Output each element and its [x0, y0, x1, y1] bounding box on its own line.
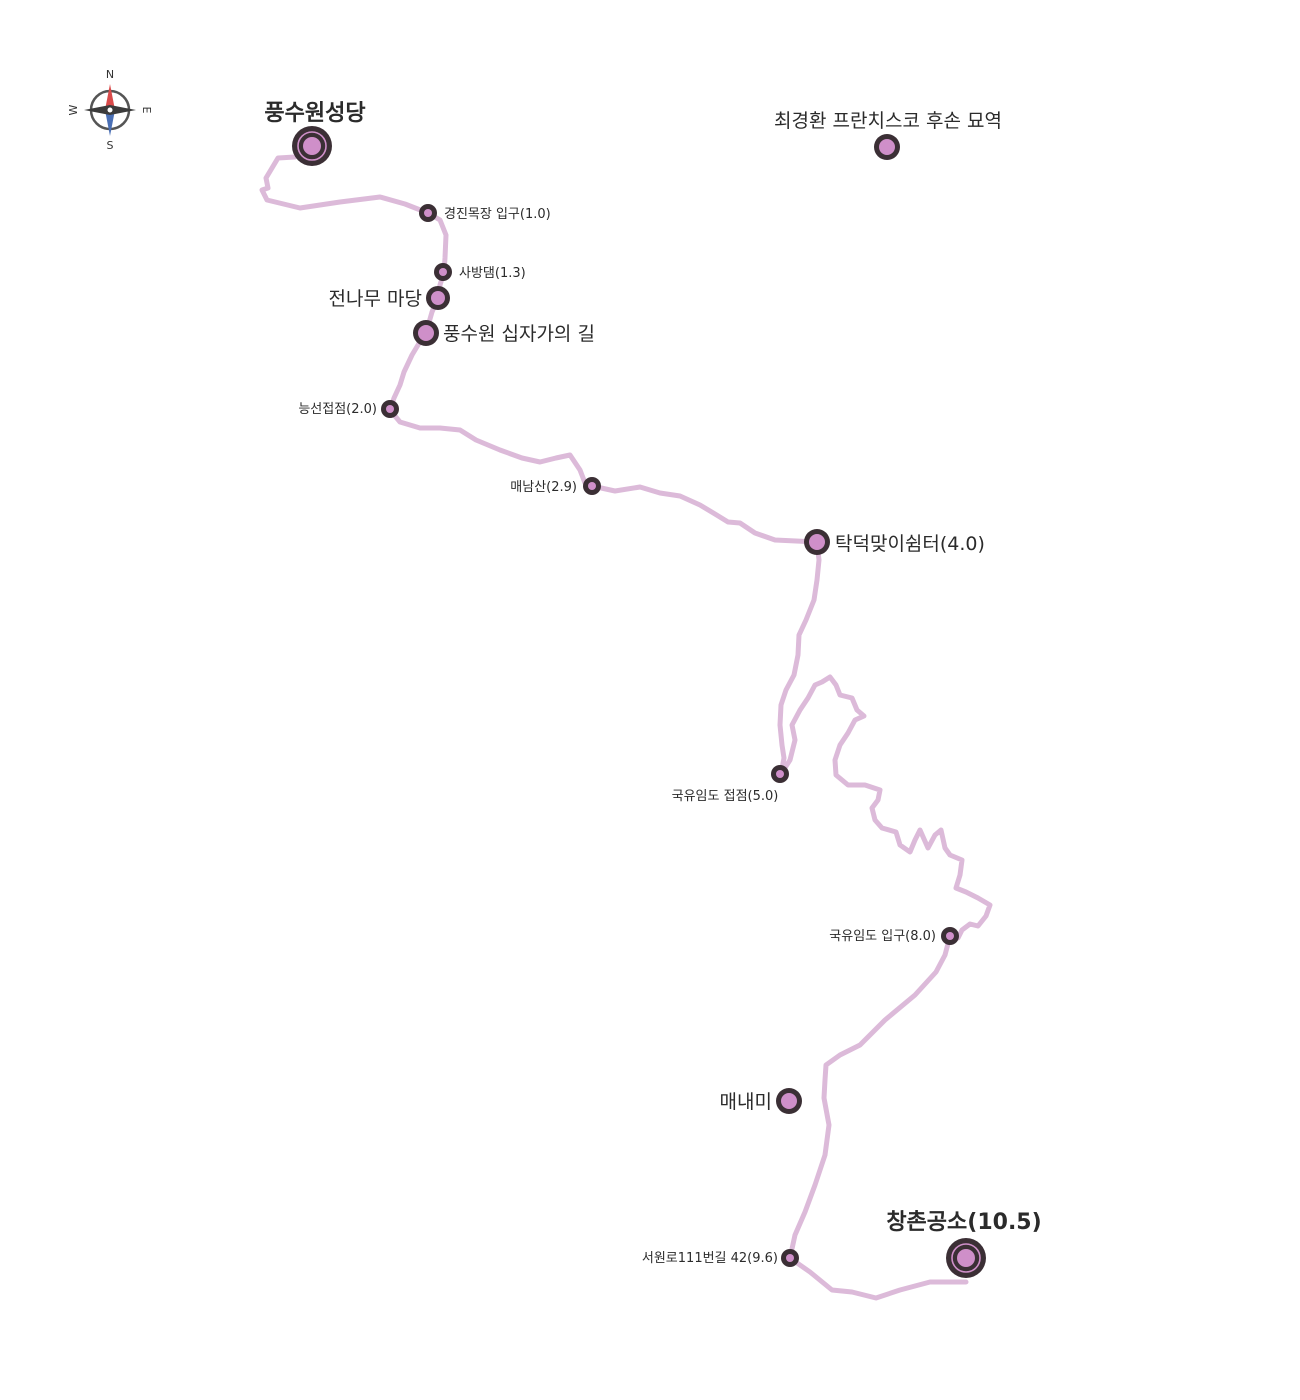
waypoint-label: 풍수원 십자가의 길 [443, 323, 595, 345]
compass-rose-icon: N S E W [67, 68, 153, 152]
waypoint-label: 매남산(2.9) [510, 480, 577, 495]
waypoint-label: 국유임도 입구(8.0) [829, 929, 936, 944]
compass-center [107, 107, 113, 113]
compass-east-needle [110, 105, 136, 115]
waypoint-start[interactable]: 풍수원성당 [264, 101, 366, 166]
waypoint-maenamsan[interactable]: 매남산(2.9) [510, 477, 601, 495]
waypoint-forestjunction[interactable]: 국유임도 접점(5.0) [672, 765, 789, 804]
compass-north-needle [105, 84, 115, 110]
waypoint-label: 풍수원성당 [264, 101, 365, 126]
waypoint-label: 사방댐(1.3) [459, 266, 526, 281]
waypoint-seowonro[interactable]: 서원로111번길 42(9.6) [642, 1249, 799, 1267]
waypoint-end[interactable]: 창촌공소(10.5) [886, 1210, 1042, 1278]
compass-west-label: W [67, 104, 80, 115]
waypoint-ridge[interactable]: 능선접점(2.0) [298, 400, 399, 418]
compass-south-needle [105, 110, 115, 136]
compass-north-label: N [106, 68, 114, 81]
compass-south-label: S [107, 139, 114, 152]
waypoint-label: 창촌공소(10.5) [886, 1210, 1041, 1235]
waypoint-jeonnamu[interactable]: 전나무 마당 [329, 286, 450, 310]
waypoint-forestentry[interactable]: 국유임도 입구(8.0) [829, 927, 959, 945]
waypoint-label: 국유임도 접점(5.0) [672, 789, 779, 804]
compass-west-needle [84, 105, 110, 115]
waypoint-label: 서원로111번길 42(9.6) [642, 1251, 778, 1266]
waypoint-label: 최경환 프란치스코 후손 묘역 [774, 110, 1002, 132]
waypoint-maenaemi[interactable]: 매내미 [720, 1088, 802, 1114]
waypoint-label: 전나무 마당 [329, 288, 422, 310]
waypoint-takdeok[interactable]: 탁덕맞이쉼터(4.0) [804, 529, 985, 555]
waypoint-label: 능선접점(2.0) [298, 402, 377, 417]
waypoint-label: 탁덕맞이쉼터(4.0) [835, 533, 985, 555]
compass-east-label: E [140, 107, 153, 114]
waypoint-label: 매내미 [720, 1091, 772, 1113]
trail-route-line [259, 144, 993, 1301]
waypoint-kyungjin[interactable]: 경진목장 입구(1.0) [419, 204, 551, 222]
waypoint-cross[interactable]: 풍수원 십자가의 길 [413, 320, 595, 346]
waypoint-label: 경진목장 입구(1.0) [444, 207, 551, 222]
waypoint-tomb[interactable]: 최경환 프란치스코 후손 묘역 [774, 110, 1002, 160]
waypoint-sabang[interactable]: 사방댐(1.3) [434, 263, 526, 281]
